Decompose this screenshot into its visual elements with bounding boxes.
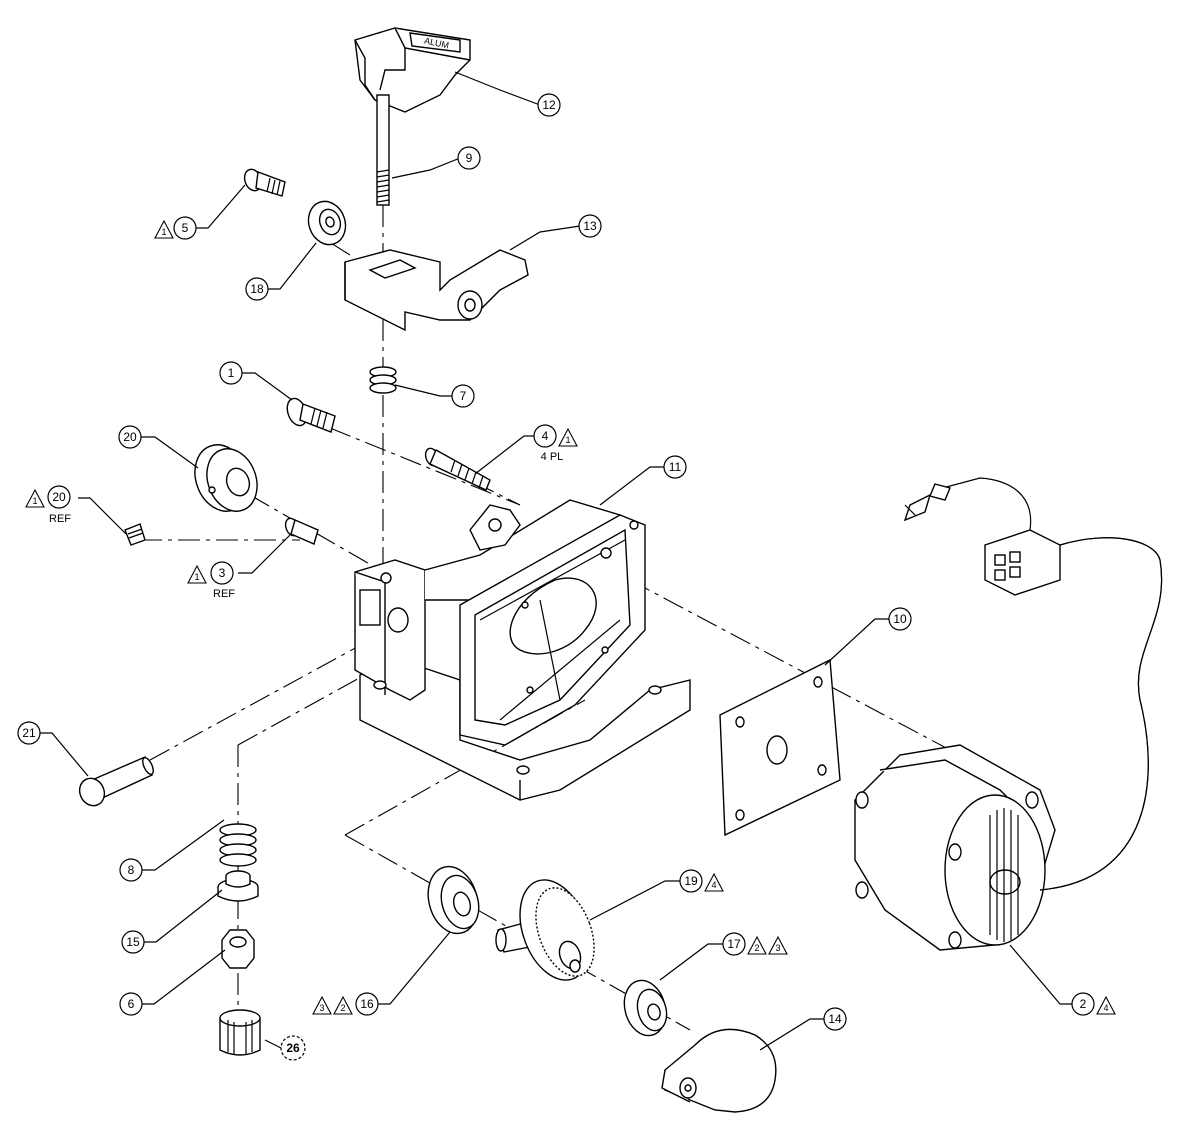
part-18-bearing bbox=[307, 200, 347, 246]
svg-text:4 PL: 4 PL bbox=[541, 451, 564, 463]
callout-5: 1 5 bbox=[154, 216, 197, 240]
callout-2: 2 4 bbox=[1071, 992, 1116, 1016]
svg-text:21: 21 bbox=[22, 726, 36, 740]
part-12-lever: ALUM bbox=[354, 27, 471, 113]
callout-15: 15 bbox=[121, 930, 145, 954]
svg-text:18: 18 bbox=[250, 282, 264, 296]
callout-6: 6 bbox=[119, 992, 143, 1016]
part-2-motor bbox=[854, 477, 1163, 951]
svg-text:7: 7 bbox=[460, 389, 467, 403]
part-21-pin bbox=[78, 756, 154, 807]
svg-text:1: 1 bbox=[194, 572, 199, 582]
callout-bubbles: 12 9 13 1 5 18 1 7 4 1 4 PL 20 1 20 REF … bbox=[17, 93, 1116, 1061]
svg-text:3: 3 bbox=[219, 566, 226, 580]
svg-text:13: 13 bbox=[583, 219, 597, 233]
callout-19: 19 4 bbox=[679, 869, 724, 893]
svg-text:17: 17 bbox=[727, 937, 741, 951]
part-13-idler-arm bbox=[344, 249, 529, 332]
part-26-sleeve bbox=[219, 1009, 261, 1056]
svg-text:6: 6 bbox=[128, 997, 135, 1011]
callout-7: 7 bbox=[451, 384, 475, 408]
svg-text:4: 4 bbox=[711, 880, 716, 890]
callout-12: 12 bbox=[537, 93, 561, 117]
svg-text:16: 16 bbox=[360, 997, 374, 1011]
callout-14: 14 bbox=[823, 1007, 847, 1031]
svg-text:REF: REF bbox=[213, 588, 235, 600]
callout-8: 8 bbox=[119, 858, 143, 882]
leader-lines bbox=[40, 71, 1072, 1051]
callout-16: 3 2 16 bbox=[312, 992, 379, 1016]
part-10-plate bbox=[719, 658, 841, 837]
callout-9: 9 bbox=[457, 146, 481, 170]
callout-26: 26 bbox=[280, 1035, 306, 1061]
svg-text:19: 19 bbox=[684, 874, 698, 888]
svg-text:26: 26 bbox=[286, 1041, 300, 1055]
svg-text:20: 20 bbox=[52, 490, 66, 504]
svg-text:4: 4 bbox=[1103, 1003, 1108, 1013]
svg-text:1: 1 bbox=[228, 366, 235, 380]
part-5-shoulder-screw bbox=[243, 168, 286, 197]
svg-text:12: 12 bbox=[542, 98, 556, 112]
callout-13: 13 bbox=[578, 214, 602, 238]
part-3-screw bbox=[284, 517, 319, 545]
svg-text:8: 8 bbox=[128, 863, 135, 877]
part-15-washer bbox=[217, 870, 259, 902]
svg-text:15: 15 bbox=[126, 935, 140, 949]
part-6-nut bbox=[221, 929, 255, 969]
part-14-cover bbox=[661, 1028, 777, 1113]
callout-20: 20 bbox=[118, 425, 142, 449]
svg-text:11: 11 bbox=[669, 460, 682, 474]
svg-text:9: 9 bbox=[466, 151, 473, 165]
svg-text:20: 20 bbox=[123, 430, 137, 444]
svg-text:3: 3 bbox=[319, 1003, 324, 1013]
part-7-spring bbox=[369, 366, 397, 394]
callout-11: 11 bbox=[663, 455, 687, 479]
callout-20-ref: 1 20 REF bbox=[25, 485, 71, 525]
svg-text:10: 10 bbox=[893, 612, 907, 626]
part-16-bearing bbox=[427, 865, 480, 935]
svg-text:3: 3 bbox=[775, 943, 780, 953]
callout-4: 4 1 4 PL bbox=[533, 424, 578, 463]
part-9-threaded-rod bbox=[376, 94, 390, 206]
svg-text:14: 14 bbox=[828, 1012, 842, 1026]
part-20-set-screw bbox=[124, 523, 146, 546]
part-20-pulley bbox=[194, 444, 258, 512]
svg-text:2: 2 bbox=[340, 1003, 345, 1013]
callout-21: 21 bbox=[17, 721, 41, 745]
callout-10: 10 bbox=[888, 607, 912, 631]
svg-text:1: 1 bbox=[161, 227, 166, 237]
callout-3: 1 3 REF bbox=[187, 561, 235, 600]
part-4-long-bolt bbox=[424, 447, 491, 491]
svg-text:2: 2 bbox=[754, 943, 759, 953]
part-8-spring bbox=[219, 823, 257, 867]
callout-17: 17 2 3 bbox=[722, 932, 788, 956]
svg-text:4: 4 bbox=[542, 429, 549, 443]
svg-text:REF: REF bbox=[49, 513, 71, 525]
svg-text:1: 1 bbox=[32, 496, 37, 506]
svg-text:5: 5 bbox=[182, 221, 189, 235]
part-19-gear bbox=[495, 879, 595, 981]
part-11-housing bbox=[354, 499, 691, 801]
svg-text:1: 1 bbox=[565, 435, 570, 445]
svg-text:2: 2 bbox=[1080, 997, 1087, 1011]
part-1-screw bbox=[286, 397, 336, 433]
callout-18: 18 bbox=[245, 277, 269, 301]
part-17-bearing bbox=[623, 979, 668, 1037]
callout-1: 1 bbox=[219, 361, 243, 385]
